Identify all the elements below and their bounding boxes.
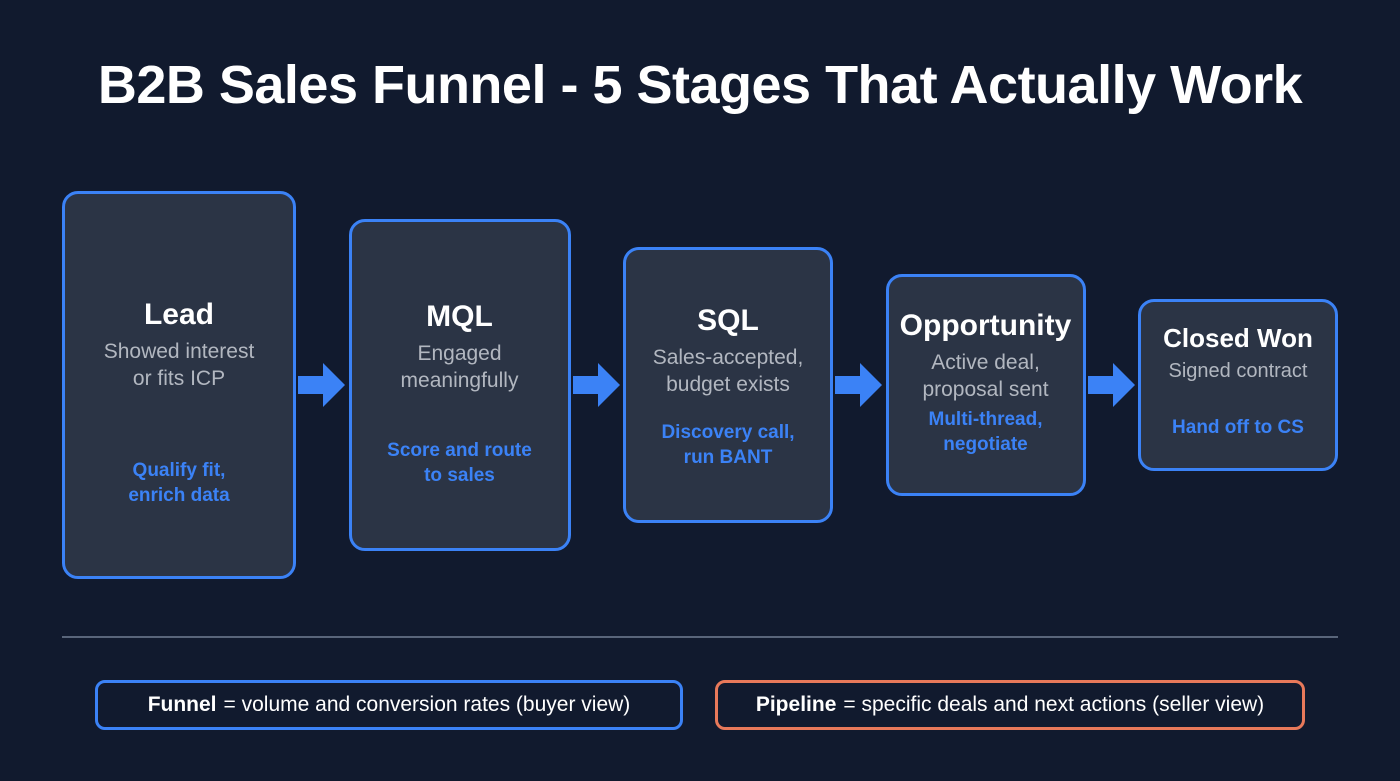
stage-description-line: Sales-accepted,: [652, 346, 804, 369]
stage-description: Sales-accepted, budget exists: [653, 345, 804, 399]
stage-action: Discovery call, run BANT: [661, 421, 794, 470]
legend-definition: = volume and conversion rates (buyer vie…: [223, 693, 631, 716]
stage-description-line: or fits ICP: [132, 366, 226, 390]
arrow-right-icon: [1087, 360, 1136, 410]
stage-title: MQL: [426, 300, 493, 333]
legend-term: Funnel: [147, 693, 217, 716]
stage-action: Hand off to CS: [1172, 416, 1304, 440]
stage-card-opportunity[interactable]: Opportunity Active deal, proposal sent M…: [885, 274, 1086, 496]
stage-title: SQL: [697, 304, 759, 337]
stage-action: Score and route to sales: [387, 439, 532, 488]
stage-action-line: Hand off to CS: [1172, 416, 1304, 438]
funnel-stage-row: Lead Showed interest or fits ICP Qualify…: [62, 190, 1338, 580]
legend-row: Funnel = volume and conversion rates (bu…: [0, 680, 1400, 730]
stage-description: Engaged meaningfully: [401, 341, 519, 395]
stage-action-line: run BANT: [683, 446, 773, 468]
stage-title: Opportunity: [899, 309, 1072, 342]
stage-description: Signed contract: [1169, 359, 1308, 385]
legend-box-pipeline[interactable]: Pipeline = specific deals and next actio…: [715, 680, 1305, 730]
stage-title: Closed Won: [1163, 323, 1313, 353]
stage-title: Lead: [143, 298, 215, 331]
stage-description: Active deal, proposal sent: [922, 350, 1048, 404]
stage-description-line: Engaged: [417, 342, 502, 365]
stage-description-line: Active deal,: [931, 351, 1040, 374]
stage-action-line: Multi-thread,: [928, 409, 1043, 431]
stage-action: Qualify fit, enrich data: [128, 459, 229, 508]
legend-term: Pipeline: [755, 693, 837, 716]
stage-action-line: Qualify fit,: [132, 460, 226, 482]
stage-card-lead[interactable]: Lead Showed interest or fits ICP Qualify…: [62, 191, 296, 579]
page-title: B2B Sales Funnel - 5 Stages That Actuall…: [97, 55, 1303, 115]
stage-action-line: to sales: [424, 464, 495, 486]
stage-description-line: Signed contract: [1168, 359, 1308, 382]
stage-description: Showed interest or fits ICP: [104, 339, 255, 393]
stage-description-line: proposal sent: [922, 377, 1049, 401]
stage-description-line: budget exists: [666, 372, 790, 396]
section-divider: [62, 636, 1338, 638]
stage-card-closed-won[interactable]: Closed Won Signed contract Hand off to C…: [1138, 299, 1338, 471]
stage-action: Multi-thread, negotiate: [929, 408, 1043, 457]
legend-definition: = specific deals and next actions (selle…: [843, 693, 1265, 716]
legend-box-funnel[interactable]: Funnel = volume and conversion rates (bu…: [95, 680, 683, 730]
stage-action-line: negotiate: [943, 433, 1028, 455]
arrow-right-icon: [298, 360, 346, 410]
stage-action-line: enrich data: [128, 484, 230, 506]
stage-card-mql[interactable]: MQL Engaged meaningfully Score and route…: [348, 219, 571, 551]
stage-description-line: meaningfully: [400, 368, 519, 392]
stage-action-line: Discovery call,: [661, 422, 795, 444]
arrow-right-icon: [835, 360, 883, 410]
stage-action-line: Score and route: [387, 440, 532, 462]
stage-card-sql[interactable]: SQL Sales-accepted, budget exists Discov…: [623, 247, 833, 523]
arrow-right-icon: [572, 360, 621, 410]
stage-description-line: Showed interest: [103, 340, 255, 363]
